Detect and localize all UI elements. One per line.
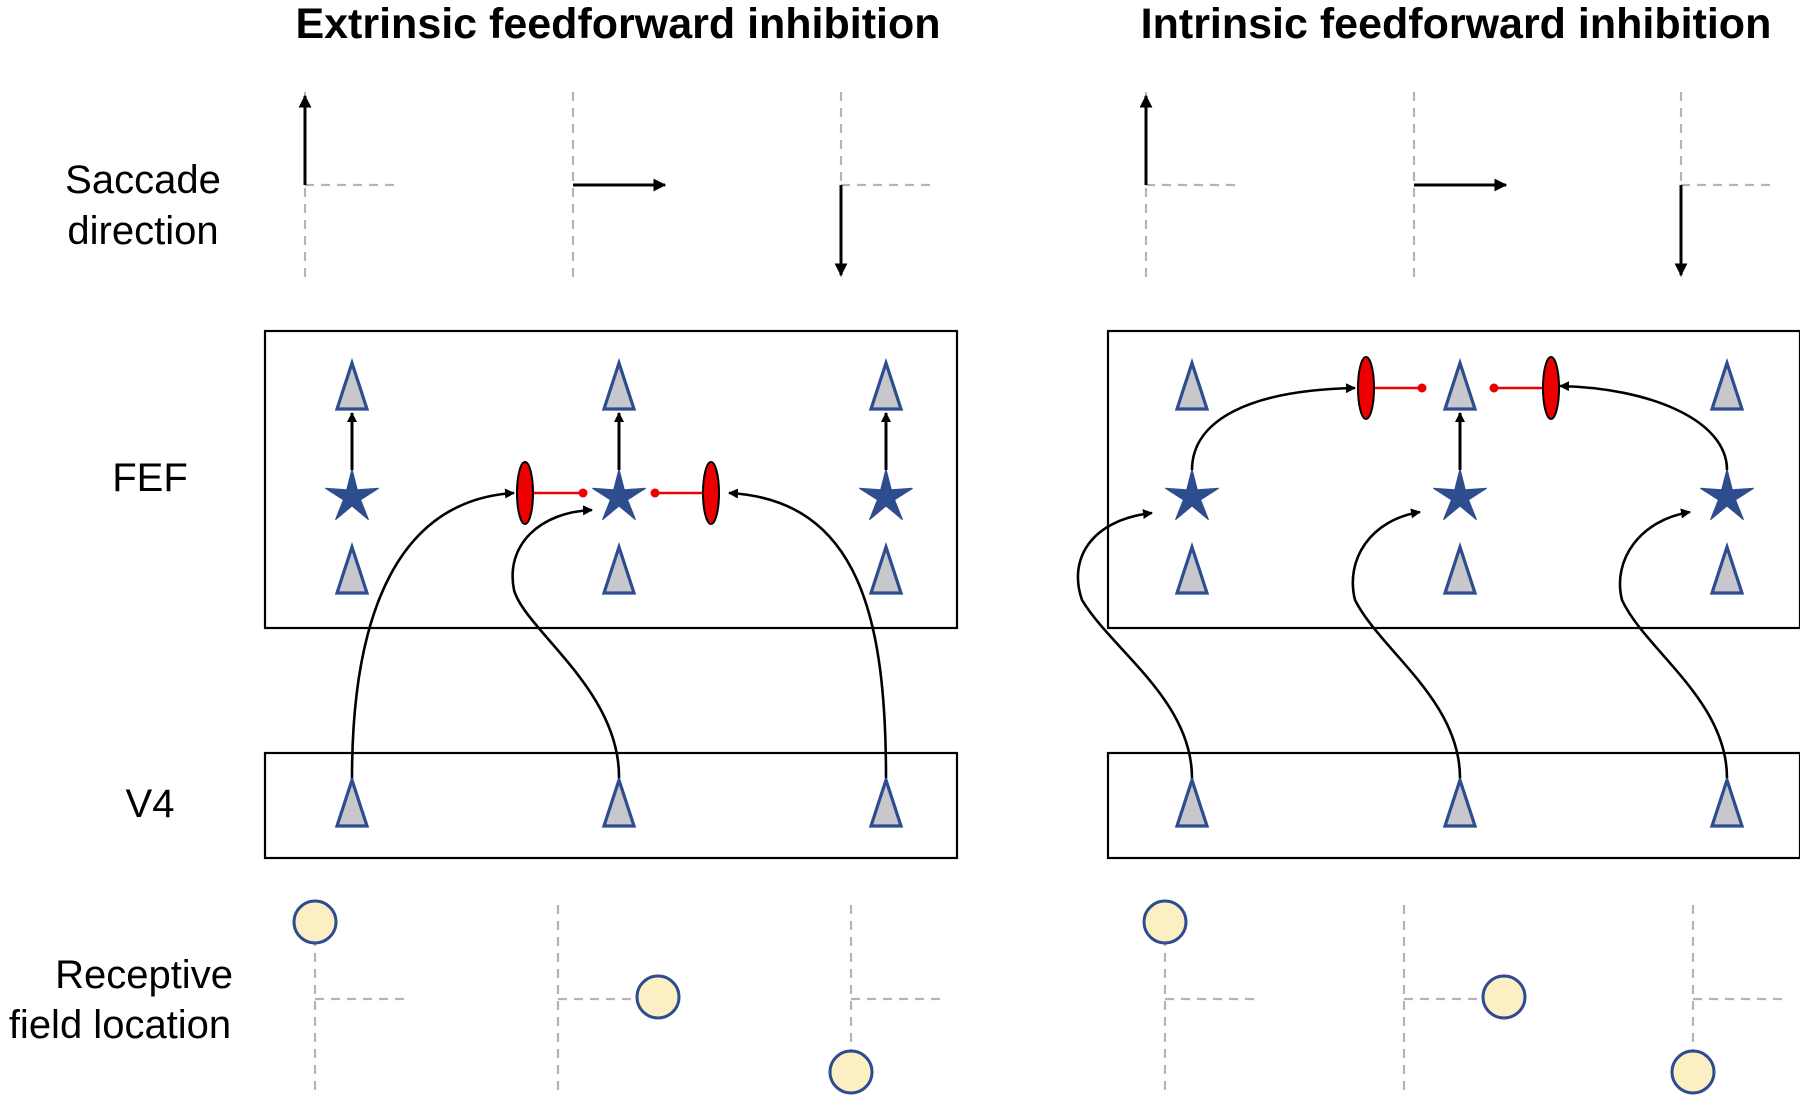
p1-inhibitory-left-terminal [1417, 383, 1427, 393]
v4-label: V4 [126, 782, 175, 826]
p0-col0-v4-neuron [334, 774, 370, 828]
receptive-field-label-line2: field location [9, 1003, 231, 1047]
p0-inhibitory-left [516, 461, 534, 525]
p0-inhibitory-left-terminal [578, 488, 588, 498]
saccade-label-line1: Saccade [65, 158, 221, 202]
p1-col2-v4-neuron [1709, 774, 1745, 828]
p1-col1-v4-neuron [1442, 774, 1478, 828]
p0-col2-fef-star-neuron [859, 468, 913, 521]
p0-col1-fef-star-neuron [592, 468, 646, 521]
p1-v4-mid-to-star-mid [1351, 508, 1462, 779]
p1-col0-fef-star-neuron [1165, 468, 1219, 521]
p0-col0-fef-bottom-neuron [334, 541, 370, 595]
p1-col0-v4-neuron [1174, 774, 1210, 828]
p0-col0-fef-top-neuron [334, 357, 370, 411]
fef-box-intrinsic [1106, 329, 1800, 630]
p1-col1-fef-star-neuron [1433, 468, 1487, 521]
p1-col2-fef-top-neuron [1709, 357, 1745, 411]
p1-star-left-to-inhibitory-left [1190, 383, 1356, 471]
rf-0-2-field-circle [828, 1049, 874, 1095]
p0-col1-fef-top-neuron [601, 357, 637, 411]
p1-inhibitory-right-terminal [1489, 383, 1499, 393]
fef-box-extrinsic [263, 329, 959, 630]
p1-col0-fef-top-neuron [1174, 357, 1210, 411]
p0-v4-right-to-right-inhibitory [728, 488, 888, 779]
receptive-field-label-line1: Receptive [55, 953, 233, 997]
p1-v4-left-to-star-left [1076, 509, 1194, 779]
p1-col2-fef-star-neuron [1700, 468, 1754, 521]
v4-box-intrinsic [1106, 751, 1800, 860]
p1-col0-fef-bottom-neuron [1174, 541, 1210, 595]
fef-label: FEF [112, 456, 188, 500]
p0-col1-fef-bottom-neuron [601, 541, 637, 595]
rf-0-0-field-circle [292, 899, 338, 945]
p0-inhibitory-right-terminal [650, 488, 660, 498]
p0-col2-fef-bottom-neuron [868, 541, 904, 595]
rf-0-1-field-circle [635, 974, 681, 1020]
p1-col2-fef-bottom-neuron [1709, 541, 1745, 595]
p0-v4-mid-to-mid-star [511, 505, 621, 779]
p1-col1-fef-top-neuron [1442, 357, 1478, 411]
p1-inhibitory-left [1357, 356, 1375, 420]
p1-v4-right-to-star-right [1618, 508, 1729, 779]
p0-col2-v4-neuron [868, 774, 904, 828]
p1-inhibitory-right [1542, 356, 1560, 420]
p0-col0-fef-star-neuron [325, 468, 379, 521]
p0-col2-fef-top-neuron [868, 357, 904, 411]
panel-title-intrinsic: Intrinsic feedforward inhibition [1141, 0, 1772, 48]
saccade-label-line2: direction [67, 209, 218, 253]
p0-v4-left-to-left-inhibitory [350, 488, 515, 779]
rf-1-2-field-circle [1670, 1049, 1716, 1095]
rf-1-1-field-circle [1481, 974, 1527, 1020]
p1-col1-fef-bottom-neuron [1442, 541, 1478, 595]
p0-inhibitory-right [702, 461, 720, 525]
p0-col1-v4-neuron [601, 774, 637, 828]
p1-star-right-to-inhibitory-right [1559, 381, 1729, 471]
panel-title-extrinsic: Extrinsic feedforward inhibition [295, 0, 940, 48]
rf-1-0-field-circle [1142, 899, 1188, 945]
v4-box-extrinsic [263, 751, 959, 860]
